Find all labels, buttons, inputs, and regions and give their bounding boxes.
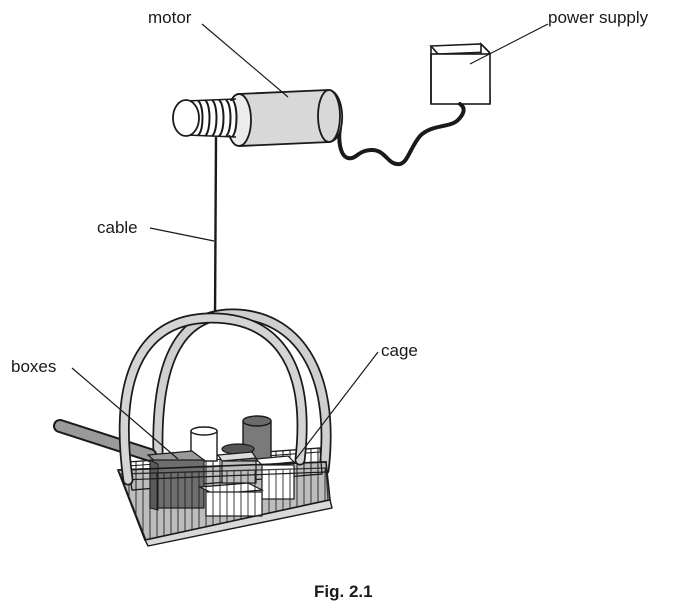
cage-label: cage (381, 341, 418, 360)
boxes-label: boxes (11, 357, 57, 376)
cage-leader (295, 351, 379, 460)
supply-lead (337, 102, 466, 167)
figure-caption: Fig. 2.1 (314, 582, 373, 601)
cable-label: cable (97, 218, 138, 237)
cable-leader (149, 227, 215, 242)
motor (172, 89, 344, 147)
motor-leader (201, 23, 289, 98)
power-supply-label: power supply (548, 8, 649, 27)
motor-label: motor (148, 8, 192, 27)
hanging-cable (213, 136, 218, 321)
cage (53, 308, 333, 547)
power-supply (429, 42, 491, 105)
power-supply-leader (469, 23, 549, 65)
boxes-leader (71, 367, 179, 460)
leader-lines (71, 23, 549, 460)
